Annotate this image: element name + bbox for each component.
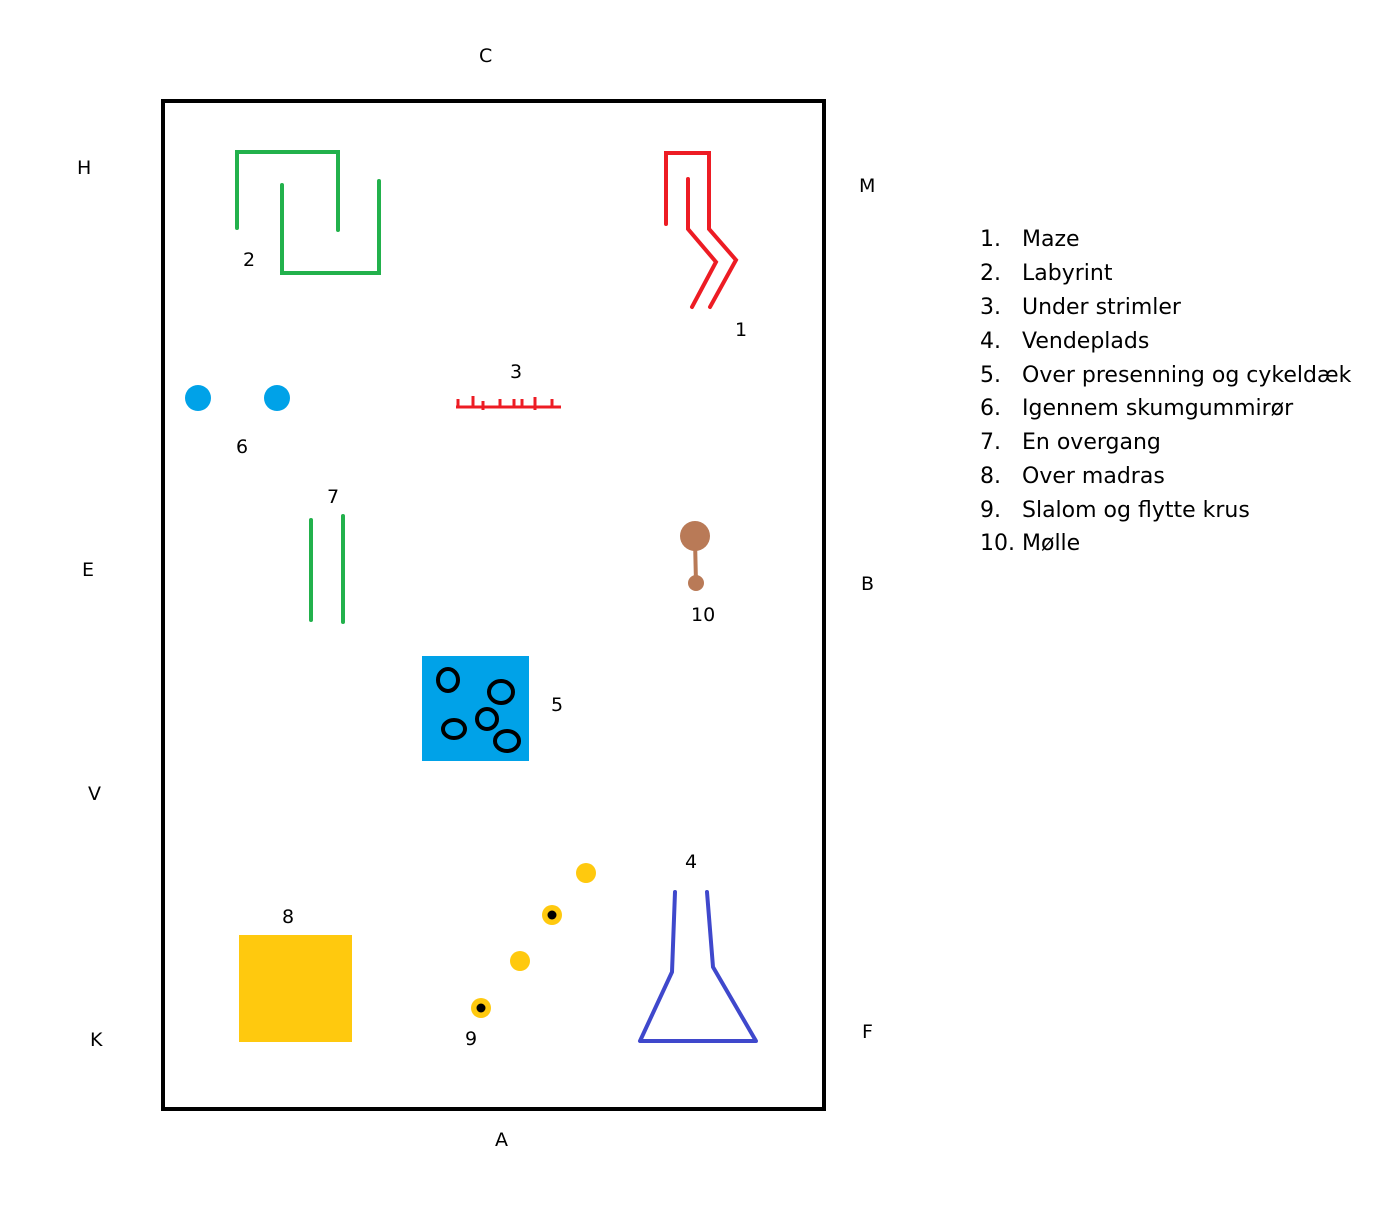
station-number-2: 2: [243, 249, 255, 271]
station-number-9: 9: [465, 1028, 477, 1050]
strimler-obstacle: [456, 396, 561, 410]
legend-number: 6.: [980, 396, 1001, 421]
foam-tube-dot: [185, 385, 211, 411]
legend-number: 9.: [980, 498, 1001, 523]
legend-number: 4.: [980, 329, 1001, 354]
side-label-a: A: [495, 1129, 508, 1151]
legend-label: Labyrint: [1022, 261, 1113, 286]
station-number-10: 10: [691, 604, 715, 626]
molle-obstacle: [680, 521, 710, 591]
legend: 1. Maze 2. Labyrint 3. Under strimler 4.…: [980, 227, 1352, 556]
legend-number: 8.: [980, 464, 1001, 489]
presenning-obstacle: [422, 656, 529, 761]
legend-label: Slalom og flytte krus: [1022, 498, 1250, 523]
vendeplads-obstacle: [638, 890, 758, 1043]
maze-obstacle: [664, 151, 739, 309]
legend-number: 3.: [980, 295, 1001, 320]
legend-number: 1.: [980, 227, 1001, 252]
legend-label: Mølle: [1022, 531, 1080, 556]
station-number-4: 4: [685, 851, 697, 873]
station-number-8: 8: [282, 906, 294, 928]
side-label-v: V: [88, 783, 101, 805]
labyrint-obstacle: [235, 150, 381, 275]
side-label-m: M: [859, 175, 875, 197]
side-label-e: E: [82, 559, 94, 581]
side-label-h: H: [77, 157, 91, 179]
legend-number: 5.: [980, 363, 1001, 388]
foam-tube-dot: [264, 385, 290, 411]
legend-label: Vendeplads: [1022, 329, 1149, 354]
station-number-7: 7: [327, 486, 339, 508]
arena-border: [161, 99, 826, 1111]
legend-label: En overgang: [1022, 430, 1161, 455]
station-number-6: 6: [236, 436, 248, 458]
station-number-5: 5: [551, 694, 563, 716]
madras-obstacle: [239, 935, 352, 1042]
legend-number: 2.: [980, 261, 1001, 286]
legend-number: 7.: [980, 430, 1001, 455]
legend-label: Under strimler: [1022, 295, 1182, 320]
legend-label: Igennem skumgummirør: [1022, 396, 1294, 421]
overgang-obstacle: [309, 514, 345, 624]
legend-label: Over madras: [1022, 464, 1165, 489]
side-label-k: K: [90, 1029, 103, 1051]
legend-label: Over presenning og cykeldæk: [1022, 363, 1352, 388]
slalom-obstacle: [471, 863, 596, 1018]
legend-label: Maze: [1022, 227, 1080, 252]
legend-number: 10.: [980, 531, 1015, 556]
side-label-b: B: [861, 573, 874, 595]
station-number-1: 1: [735, 319, 747, 341]
side-label-f: F: [862, 1021, 873, 1043]
side-label-c: C: [479, 45, 492, 67]
station-number-3: 3: [510, 361, 522, 383]
